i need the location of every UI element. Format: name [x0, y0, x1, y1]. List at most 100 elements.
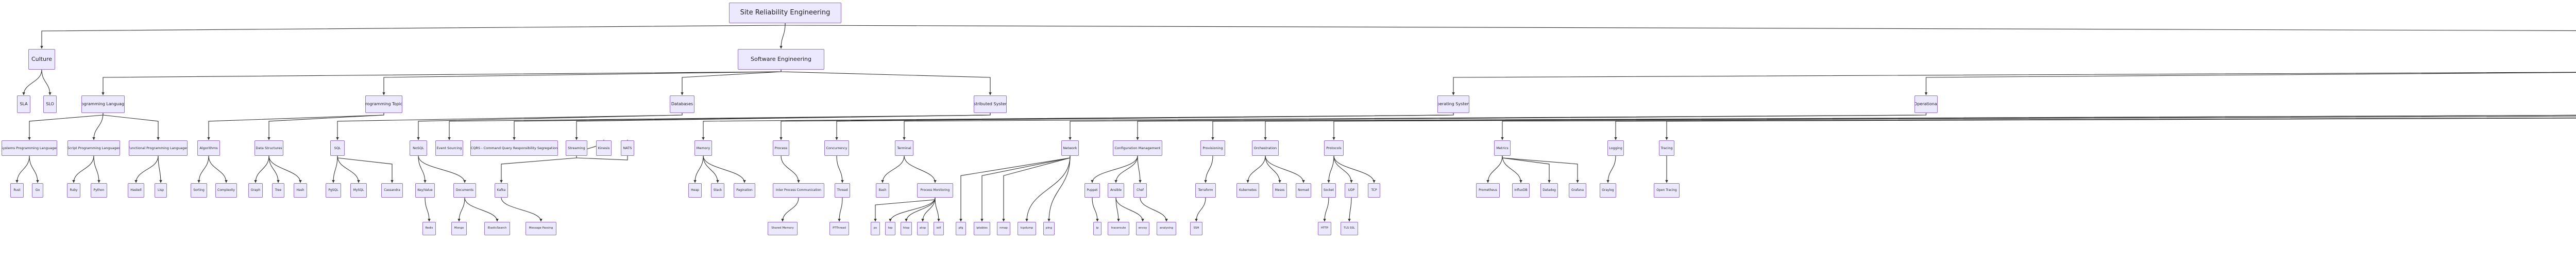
tree-node-memory[interactable]: Memory: [694, 140, 712, 156]
tree-node-ps[interactable]: ps: [871, 222, 880, 235]
tree-node-shared-memory[interactable]: Shared Memory: [768, 222, 798, 235]
tree-node-pfg[interactable]: pfg: [956, 222, 966, 235]
tree-node-kubernetes[interactable]: Kubernetes: [1236, 183, 1259, 198]
tree-node-ptthread[interactable]: PTThread: [829, 222, 849, 235]
tree-node-cassandra[interactable]: Cassandra: [381, 183, 403, 198]
tree-node-systems-programming-languages[interactable]: Systems Programming Languages: [2, 140, 57, 156]
tree-node-grafana[interactable]: Grafana: [1569, 183, 1586, 198]
tree-node-lisp[interactable]: Lisp: [155, 183, 167, 198]
tree-node-event-sourcing[interactable]: Event Sourcing: [435, 140, 463, 156]
tree-node-elasticsearch[interactable]: ElasticSearch: [484, 222, 510, 235]
tree-node-slo[interactable]: SLO: [43, 95, 57, 113]
tree-node-nosql[interactable]: NoSQL: [410, 140, 427, 156]
tree-node-programming-topics[interactable]: Programming Topics: [365, 95, 402, 113]
tree-node-metrics[interactable]: Metrics: [1494, 140, 1511, 156]
tree-node-prometheus[interactable]: Prometheus: [1476, 183, 1500, 198]
tree-node-kinesis[interactable]: Kinesis: [596, 140, 612, 156]
tree-node-go[interactable]: Go: [32, 183, 43, 198]
tree-node-ansible[interactable]: Ansible: [1108, 183, 1124, 198]
tree-node-provisioning[interactable]: Provisioning: [1200, 140, 1225, 156]
tree-node-htop[interactable]: htop: [901, 222, 912, 235]
tree-node-envoy[interactable]: envoy: [1136, 222, 1149, 235]
tree-node-kafka[interactable]: Kafka: [495, 183, 508, 198]
tree-node-tracing[interactable]: Tracing: [1659, 140, 1674, 156]
tree-node-tcp[interactable]: TCP: [1368, 183, 1380, 198]
tree-node-influxdb[interactable]: InfluxDB: [1512, 183, 1530, 198]
tree-node-configuration-management[interactable]: Configuration Management: [1113, 140, 1162, 156]
tree-node-sla[interactable]: SLA: [17, 95, 30, 113]
tree-node-rust[interactable]: Rust: [10, 183, 24, 198]
tree-edge: [904, 155, 937, 183]
tree-node-datadog[interactable]: Datadog: [1540, 183, 1558, 198]
tree-node-ruby[interactable]: Ruby: [67, 183, 80, 198]
tree-node-iptables[interactable]: iptables: [974, 222, 990, 235]
tree-node-tree[interactable]: Tree: [272, 183, 284, 198]
tree-node-databases[interactable]: Databases: [670, 95, 694, 113]
tree-node-haskell[interactable]: Haskell: [128, 183, 144, 198]
tree-node-message-passing[interactable]: Message Passing: [526, 222, 556, 235]
tree-node-thread[interactable]: Thread: [835, 183, 850, 198]
tree-node-open-tracing[interactable]: Open Tracing: [1654, 183, 1680, 198]
tree-node-protocols[interactable]: Protocols: [1324, 140, 1344, 156]
tree-node-traceroute[interactable]: traceroute: [1108, 222, 1129, 235]
tree-node-mongo[interactable]: Mongo: [451, 222, 467, 235]
tree-node-graylog[interactable]: Graylog: [1600, 183, 1616, 198]
tree-node-pgsql[interactable]: PgSQL: [326, 183, 341, 198]
tree-node-tls-ssl[interactable]: TLS SSL: [1341, 222, 1358, 235]
tree-node-documents[interactable]: Documents: [453, 183, 476, 198]
tree-node-algorithms[interactable]: Algorithms: [197, 140, 220, 156]
tree-node-stack[interactable]: Stack: [711, 183, 724, 198]
tree-node-tcpdump[interactable]: tcpdump: [1018, 222, 1036, 235]
tree-node-sql[interactable]: SQL: [330, 140, 345, 156]
tree-node-functional-programming-languages[interactable]: Functional Programming Languages: [129, 140, 188, 156]
tree-node-script-programming-languages[interactable]: Script Programming Languages: [67, 140, 120, 156]
tree-node-top[interactable]: top: [885, 222, 895, 235]
tree-node-orchestration[interactable]: Orchestration: [1252, 140, 1279, 156]
tree-node-cqrs-command-query-responsibility-segregation[interactable]: CQRS - Command Query Responsibility Segr…: [470, 140, 558, 156]
tree-node-nmap[interactable]: nmap: [997, 222, 1010, 235]
tree-node-terminal[interactable]: Terminal: [895, 140, 913, 156]
tree-node-udp[interactable]: UDP: [1345, 183, 1358, 198]
tree-node-network[interactable]: Network: [1061, 140, 1079, 156]
tree-node-inter-process-communication[interactable]: Inter Process Communication: [773, 183, 824, 198]
tree-node-http[interactable]: HTTP: [1318, 222, 1331, 235]
tree-node-hash[interactable]: Hash: [294, 183, 307, 198]
tree-node-operational[interactable]: Operational: [1914, 95, 1938, 113]
tree-node-logging[interactable]: Logging: [1607, 140, 1624, 156]
tree-node-puppet[interactable]: Puppet: [1084, 183, 1100, 198]
tree-node-ping[interactable]: ping: [1043, 222, 1055, 235]
tree-node-sorting[interactable]: Sorting: [191, 183, 207, 198]
tree-node-distributed-systems[interactable]: Distributed Systems: [974, 95, 1007, 113]
tree-node-concurrency[interactable]: Concurrency: [824, 140, 849, 156]
tree-node-heap[interactable]: Heap: [688, 183, 702, 198]
tree-node-iotf[interactable]: iotf: [934, 222, 944, 235]
tree-node-label: nmap: [999, 227, 1008, 230]
tree-node-mesos[interactable]: Mesos: [1273, 183, 1287, 198]
tree-node-operating-systems[interactable]: Operating Systems: [1437, 95, 1469, 113]
tree-node-atop[interactable]: atop: [917, 222, 928, 235]
tree-node-process[interactable]: Process: [773, 140, 789, 156]
tree-node-culture[interactable]: Culture: [28, 49, 55, 70]
tree-node-analysing[interactable]: analysing: [1157, 222, 1176, 235]
tree-node-terraform[interactable]: Terraform: [1195, 183, 1216, 198]
tree-node-nats[interactable]: NATS: [621, 140, 634, 156]
tree-node-programming-languages[interactable]: Programming Languages: [81, 95, 125, 113]
tree-node-mysql[interactable]: MySQL: [350, 183, 367, 198]
tree-node-pagination[interactable]: Pagination: [734, 183, 755, 198]
tree-node-bash[interactable]: Bash: [876, 183, 889, 198]
tree-node-ssh[interactable]: SSH: [1190, 222, 1202, 235]
tree-node-process-monitoring[interactable]: Process Monitoring: [917, 183, 953, 198]
tree-node-nomad[interactable]: Nomad: [1296, 183, 1311, 198]
tree-node-redis[interactable]: Redis: [422, 222, 436, 235]
tree-node-ip[interactable]: ip: [1093, 222, 1101, 235]
tree-node-complexity[interactable]: Complexity: [215, 183, 237, 198]
tree-node-python[interactable]: Python: [91, 183, 107, 198]
tree-node-streaming[interactable]: Streaming: [566, 140, 587, 156]
tree-node-data-structures[interactable]: Data Structures: [255, 140, 283, 156]
tree-node-chef[interactable]: Chef: [1133, 183, 1147, 198]
tree-node-key-value[interactable]: Key/Value: [415, 183, 435, 198]
tree-node-socket[interactable]: Socket: [1321, 183, 1336, 198]
tree-node-graph[interactable]: Graph: [248, 183, 263, 198]
tree-node-software-engineering[interactable]: Software Engineering: [738, 49, 824, 70]
tree-node-site-reliability-engineering[interactable]: Site Reliability Engineering: [729, 3, 841, 23]
